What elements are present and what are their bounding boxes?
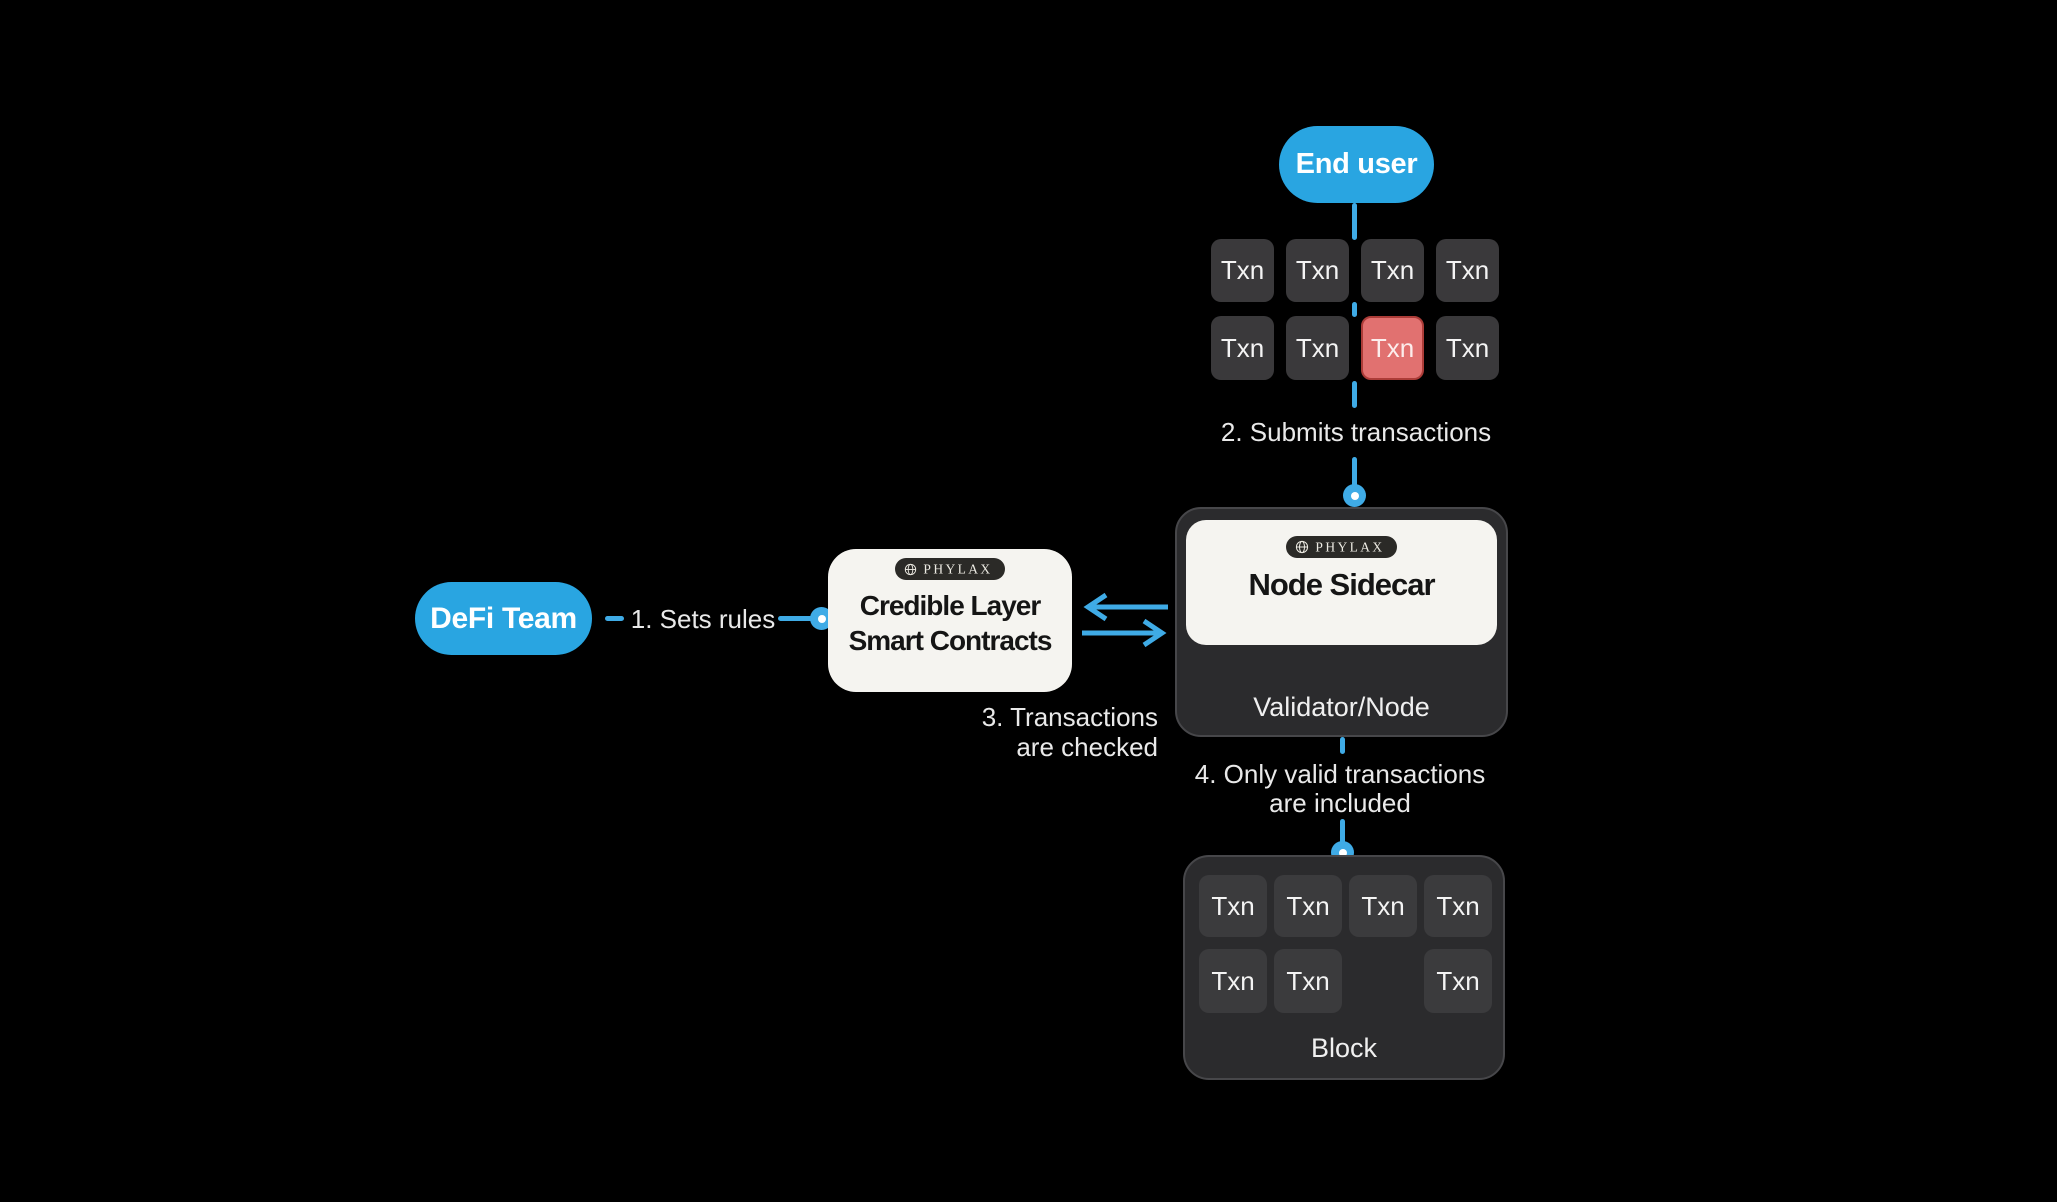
phylax-badge: PHYLAX bbox=[895, 558, 1005, 580]
connector-dot-core bbox=[1338, 848, 1347, 857]
connector-dash-defi bbox=[605, 616, 624, 621]
validator-node-panel: PHYLAX Node Sidecar Validator/Node bbox=[1175, 507, 1508, 737]
phylax-globe-icon bbox=[1296, 540, 1309, 554]
defi-team-label: DeFi Team bbox=[430, 601, 577, 635]
node-sidecar-card: PHYLAX Node Sidecar bbox=[1186, 520, 1497, 645]
step4-line2: are included bbox=[1269, 788, 1411, 818]
txn-cell: Txn bbox=[1286, 239, 1349, 302]
connector-dot-contracts bbox=[810, 607, 833, 630]
block-label: Block bbox=[1310, 1033, 1378, 1063]
validator-node-label: Validator/Node bbox=[1253, 692, 1430, 722]
block-panel: Txn Txn Txn Txn Txn Txn Txn Block bbox=[1183, 855, 1505, 1080]
connector-line-enduser-grid bbox=[1352, 203, 1357, 240]
connector-line-step1-contracts bbox=[778, 616, 814, 621]
connector-line-validator-step4 bbox=[1340, 737, 1345, 754]
credible-layer-title: Credible Layer Smart Contracts bbox=[848, 588, 1053, 658]
txn-cell: Txn bbox=[1361, 239, 1424, 302]
txn-cell-invalid: Txn bbox=[1361, 316, 1424, 380]
credible-layer-card: PHYLAX Credible Layer Smart Contracts bbox=[828, 549, 1072, 692]
txn-cell: Txn bbox=[1274, 875, 1342, 937]
end-user-label: End user bbox=[1295, 148, 1418, 180]
submitted-transactions-grid: Txn Txn Txn Txn Txn Txn Txn Txn bbox=[1211, 239, 1499, 380]
step4-label: 4. Only valid transactions are included bbox=[1090, 760, 1590, 818]
step4-line1: 4. Only valid transactions bbox=[1194, 759, 1486, 789]
txn-cell: Txn bbox=[1349, 875, 1417, 937]
phylax-badge: PHYLAX bbox=[1286, 536, 1397, 558]
credible-layer-title-line1: Credible Layer bbox=[859, 590, 1042, 621]
txn-cell: Txn bbox=[1274, 949, 1342, 1013]
txn-cell: Txn bbox=[1286, 316, 1349, 380]
step1-label: 1. Sets rules bbox=[630, 604, 776, 634]
txn-cell: Txn bbox=[1436, 316, 1499, 380]
step3-label: 3. Transactions are checked bbox=[908, 702, 1158, 762]
txn-cell: Txn bbox=[1424, 875, 1492, 937]
credible-layer-title-line2: Smart Contracts bbox=[848, 625, 1053, 656]
phylax-globe-icon bbox=[905, 563, 917, 575]
step3-line1: 3. Transactions bbox=[981, 702, 1158, 732]
connector-line-grid-middle bbox=[1352, 302, 1357, 317]
end-user-node: End user bbox=[1279, 126, 1434, 203]
connector-line-step2-sidecar bbox=[1352, 457, 1357, 487]
connector-line-step4-block bbox=[1340, 819, 1345, 846]
node-sidecar-title: Node Sidecar bbox=[1248, 567, 1435, 602]
bidirectional-arrows-icon bbox=[1082, 592, 1168, 648]
block-transactions-grid: Txn Txn Txn Txn Txn Txn Txn bbox=[1199, 875, 1492, 1013]
step2-label: 2. Submits transactions bbox=[1220, 417, 1492, 447]
txn-cell: Txn bbox=[1199, 949, 1267, 1013]
txn-cell: Txn bbox=[1199, 875, 1267, 937]
phylax-badge-label: PHYLAX bbox=[923, 561, 993, 577]
txn-cell: Txn bbox=[1211, 316, 1274, 380]
step3-line2: are checked bbox=[1016, 732, 1158, 762]
phylax-badge-label: PHYLAX bbox=[1315, 539, 1385, 555]
connector-dot-core bbox=[1350, 491, 1359, 500]
txn-cell: Txn bbox=[1211, 239, 1274, 302]
connector-line-grid-step2 bbox=[1352, 381, 1357, 408]
connector-dot-core bbox=[817, 614, 826, 623]
connector-dot-sidecar bbox=[1343, 484, 1366, 507]
txn-cell: Txn bbox=[1424, 949, 1492, 1013]
txn-cell: Txn bbox=[1436, 239, 1499, 302]
defi-team-node: DeFi Team bbox=[415, 582, 592, 655]
